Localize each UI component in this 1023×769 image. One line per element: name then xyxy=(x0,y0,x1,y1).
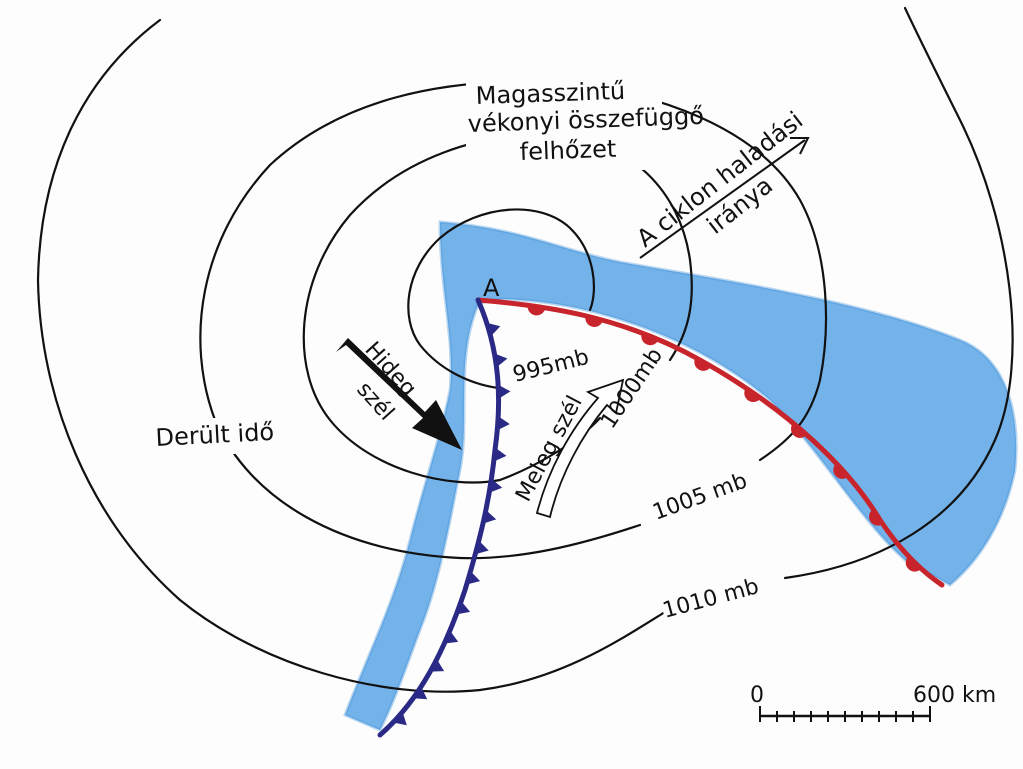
isobar-1010-right xyxy=(783,6,1014,580)
cold-front-triangle xyxy=(486,322,501,337)
isobar-995-label-bg xyxy=(512,352,596,382)
high-cloud-label-1: Magasszintű xyxy=(475,77,625,110)
isobar-1010-label-bg xyxy=(658,565,784,635)
cold-front-triangle xyxy=(489,478,503,493)
scale-bar-start-label: 0 xyxy=(750,683,764,708)
scale-bar: 0 600 km xyxy=(750,683,996,722)
cold-front-line xyxy=(377,297,502,738)
cloud-shield xyxy=(343,220,1018,732)
warm-front-semicircle xyxy=(694,357,712,371)
isobar-1005 xyxy=(199,80,828,560)
cold-front-marks xyxy=(393,322,511,726)
isobar-1005-label-bg xyxy=(645,462,755,538)
cold-front-triangle xyxy=(493,447,507,462)
cold-front-triangle xyxy=(430,659,445,672)
scale-bar-end-label: 600 km xyxy=(913,683,996,708)
cold-front-triangle xyxy=(475,540,489,555)
clear-weather-label: Derült idő xyxy=(155,418,275,452)
direction-arrowhead xyxy=(790,137,810,155)
warm-front-semicircle xyxy=(905,556,922,572)
clear-weather-label-bg xyxy=(152,418,312,454)
warm-front-semicircle xyxy=(641,332,659,346)
direction-arrow xyxy=(639,139,806,259)
cold-front-triangle xyxy=(393,712,407,726)
cold-front-triangle xyxy=(444,630,459,644)
isobar-1010 xyxy=(36,18,667,693)
isobar-995 xyxy=(407,208,596,390)
cold-front-triangle xyxy=(482,509,497,524)
cold-front-triangle xyxy=(498,384,511,399)
warm-front-marks xyxy=(527,305,922,572)
warm-front-semicircle xyxy=(527,305,546,316)
warm-front-semicircle xyxy=(791,423,807,438)
warm-front-semicircle xyxy=(744,387,761,403)
warm-front-line xyxy=(475,297,945,588)
cold-front-triangle xyxy=(456,601,471,615)
warm-front-semicircle xyxy=(868,509,883,526)
warm-front-semicircle xyxy=(833,463,849,479)
isobar-1000 xyxy=(302,133,693,484)
cold-wind-arrow xyxy=(336,338,462,450)
high-cloud-label-bg xyxy=(466,78,662,170)
cold-front-triangle xyxy=(466,571,481,585)
warm-wind-arrow xyxy=(535,378,625,519)
cold-front-triangle xyxy=(497,416,510,431)
high-cloud-label-3: felhőzet xyxy=(519,135,616,166)
cold-front-triangle xyxy=(413,686,428,700)
cold-front-triangle xyxy=(494,353,508,368)
scale-bar-ticks xyxy=(759,706,931,722)
point-a-label: A xyxy=(483,274,500,302)
warm-front-semicircle xyxy=(585,315,604,327)
